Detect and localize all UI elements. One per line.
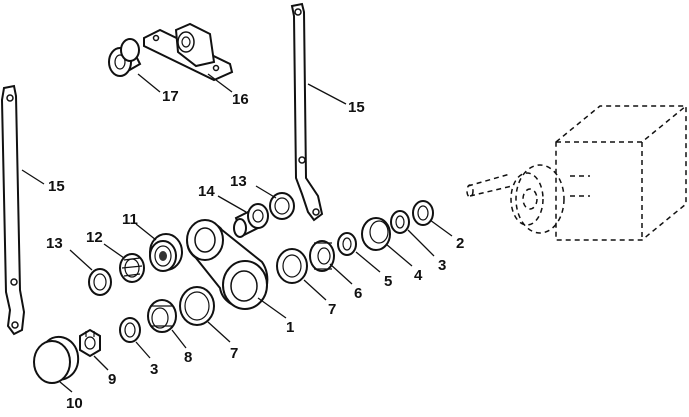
callout-15-left: 15 (48, 178, 65, 195)
callout-7-upper: 7 (328, 301, 336, 318)
bearing-cup-4 (361, 217, 391, 251)
callout-6: 6 (354, 285, 362, 302)
callout-3-upper: 3 (438, 257, 446, 274)
pillow-block (143, 22, 234, 82)
callout-13-upper: 13 (230, 173, 247, 190)
cone-bearing-8 (147, 299, 177, 333)
washer-5 (337, 232, 357, 256)
callout-13-lower: 13 (46, 235, 63, 252)
washer-3-upper (390, 210, 410, 234)
seal-12 (119, 253, 145, 283)
link-bar-left (0, 84, 26, 336)
callout-10: 10 (66, 395, 83, 412)
callout-2: 2 (456, 235, 464, 252)
sleeve-14 (233, 203, 269, 238)
crank-arm (186, 219, 269, 310)
callout-4: 4 (414, 267, 423, 284)
dust-cap-10 (33, 335, 80, 384)
callout-17: 17 (162, 88, 179, 105)
phantom-gearbox (466, 105, 687, 241)
castle-nut-9 (79, 328, 101, 358)
callout-15-right: 15 (348, 99, 365, 116)
callout-11: 11 (122, 211, 138, 228)
cone-bearing-6 (309, 240, 335, 272)
callout-8: 8 (184, 349, 192, 366)
callout-14: 14 (198, 183, 215, 200)
callout-12: 12 (86, 229, 103, 246)
callout-16: 16 (232, 91, 249, 108)
ring-7-lower (179, 286, 215, 326)
callout-3-lower: 3 (150, 361, 158, 378)
bushing-17 (108, 38, 142, 77)
callout-9: 9 (108, 371, 116, 388)
leader-lines (21, 73, 453, 393)
washer-13-lower (88, 268, 112, 296)
callout-1: 1 (286, 319, 294, 336)
callout-5: 5 (384, 273, 392, 290)
bearing-11 (149, 233, 183, 272)
callout-labels: 15 15 16 17 13 14 11 12 13 1 7 6 5 4 3 2… (46, 88, 464, 412)
washer-3-lower (119, 317, 141, 343)
ring-7-upper (276, 248, 308, 284)
link-bar-right (290, 2, 324, 222)
washer-13-upper (269, 192, 295, 220)
washer-2 (412, 200, 434, 226)
callout-7-lower: 7 (230, 345, 238, 362)
